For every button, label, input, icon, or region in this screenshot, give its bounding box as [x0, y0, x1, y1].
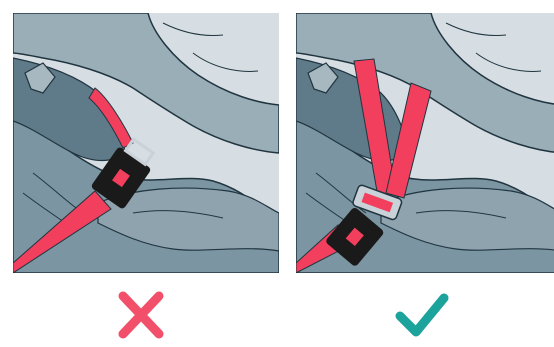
incorrect-illustration [13, 13, 279, 273]
checkmark-icon [392, 288, 452, 342]
correct-scene [296, 13, 554, 273]
correct-illustration [296, 13, 554, 273]
incorrect-scene [13, 13, 279, 273]
cross-icon [111, 288, 171, 342]
